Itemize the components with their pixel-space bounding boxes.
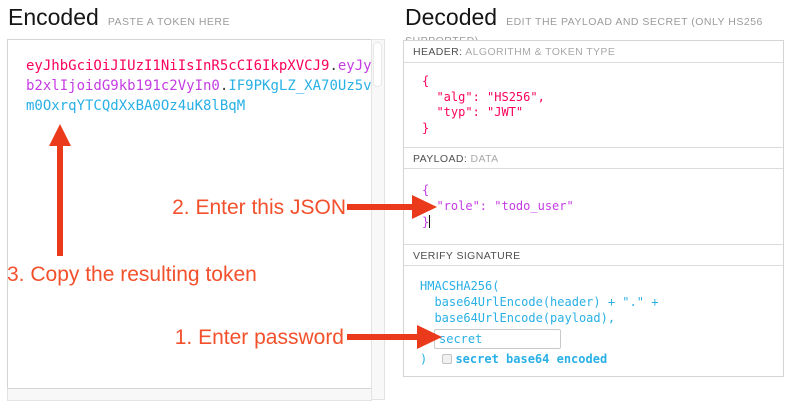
step-3-arrow-head (49, 124, 71, 146)
annotation-step-2: 2. Enter this JSON (172, 196, 346, 219)
decoded-title: Decoded (405, 4, 498, 30)
encoded-token-editor[interactable] (7, 39, 372, 389)
vertical-scrollbar-thumb[interactable] (373, 42, 382, 87)
signature-label-primary: VERIFY SIGNATURE (413, 250, 521, 262)
step-2-arrow-head (412, 195, 437, 219)
encoded-header: Encoded PASTE A TOKEN HERE (8, 4, 230, 31)
header-json-line: { (422, 74, 430, 88)
header-label-primary: HEADER: (413, 46, 463, 58)
payload-label-secondary: DATA (470, 153, 499, 165)
annotation-step-3: 3. Copy the resulting token (7, 263, 257, 286)
step-2-arrow-shaft (347, 204, 414, 210)
header-json-line: } (422, 120, 430, 135)
header-label-secondary: ALGORITHM & TOKEN TYPE (465, 46, 616, 58)
payload-json-close: } (422, 215, 430, 229)
payload-json-line: "role": "todo_user" (422, 199, 574, 213)
signature-close-paren: ) (420, 352, 435, 366)
header-json-line: "typ": "JWT" (422, 105, 524, 119)
payload-json-line: } (422, 214, 783, 230)
decoded-panel: HEADER: ALGORITHM & TOKEN TYPE { "alg": … (403, 40, 784, 377)
base64-encoded-checkbox[interactable] (442, 354, 453, 364)
vertical-scrollbar-track[interactable] (371, 39, 385, 400)
step-1-arrow-shaft (347, 334, 419, 340)
signature-code-line: base64UrlEncode(header) + "." + (420, 295, 659, 309)
step-1-arrow-head (417, 325, 442, 349)
signature-code-line: HMACSHA256( (420, 279, 500, 293)
payload-json-line: { (422, 183, 430, 197)
encoded-title: Encoded (8, 4, 99, 30)
secret-input[interactable] (434, 329, 561, 349)
token-dot-1: . (329, 58, 338, 74)
header-json-editor[interactable]: { "alg": "HS256", "typ": "JWT" } (404, 63, 783, 147)
signature-editor: HMACSHA256( base64UrlEncode(header) + ".… (404, 266, 783, 376)
token-payload-part: eyJyb2xlIjoidG9kb191c2VyIn0 (26, 58, 372, 94)
payload-section-label: PAYLOAD: DATA (404, 147, 783, 169)
horizontal-scrollbar-track[interactable] (7, 388, 372, 401)
signature-last-line: ) secret base64 encoded (420, 351, 783, 367)
annotation-step-1: 1. Enter password (174, 326, 344, 349)
payload-json-editor[interactable]: { "role": "todo_user" } (404, 169, 783, 244)
base64-encoded-label[interactable]: secret base64 encoded (455, 352, 608, 366)
text-cursor (429, 215, 431, 228)
step-3-arrow-shaft (57, 144, 63, 256)
encoded-token-text[interactable]: eyJhbGciOiJIUzI1NiIsInR5cCI6IkpXVCJ9.eyJ… (26, 56, 374, 116)
token-dot-2: . (219, 78, 229, 94)
token-header-part: eyJhbGciOiJIUzI1NiIsInR5cCI6IkpXVCJ9 (26, 58, 330, 74)
signature-section-label: VERIFY SIGNATURE (404, 244, 783, 266)
header-json-line: "alg": "HS256", (422, 89, 545, 104)
token-signature-part: IF9PKgLZ_XA70Uz5vm0OxrqYTCQdXxBA0Oz4uK8l… (26, 78, 372, 114)
header-section-label: HEADER: ALGORITHM & TOKEN TYPE (404, 41, 783, 63)
encoded-subtitle: PASTE A TOKEN HERE (107, 16, 231, 28)
signature-code-line: base64UrlEncode(payload), (420, 311, 616, 325)
payload-label-primary: PAYLOAD: (413, 153, 468, 165)
